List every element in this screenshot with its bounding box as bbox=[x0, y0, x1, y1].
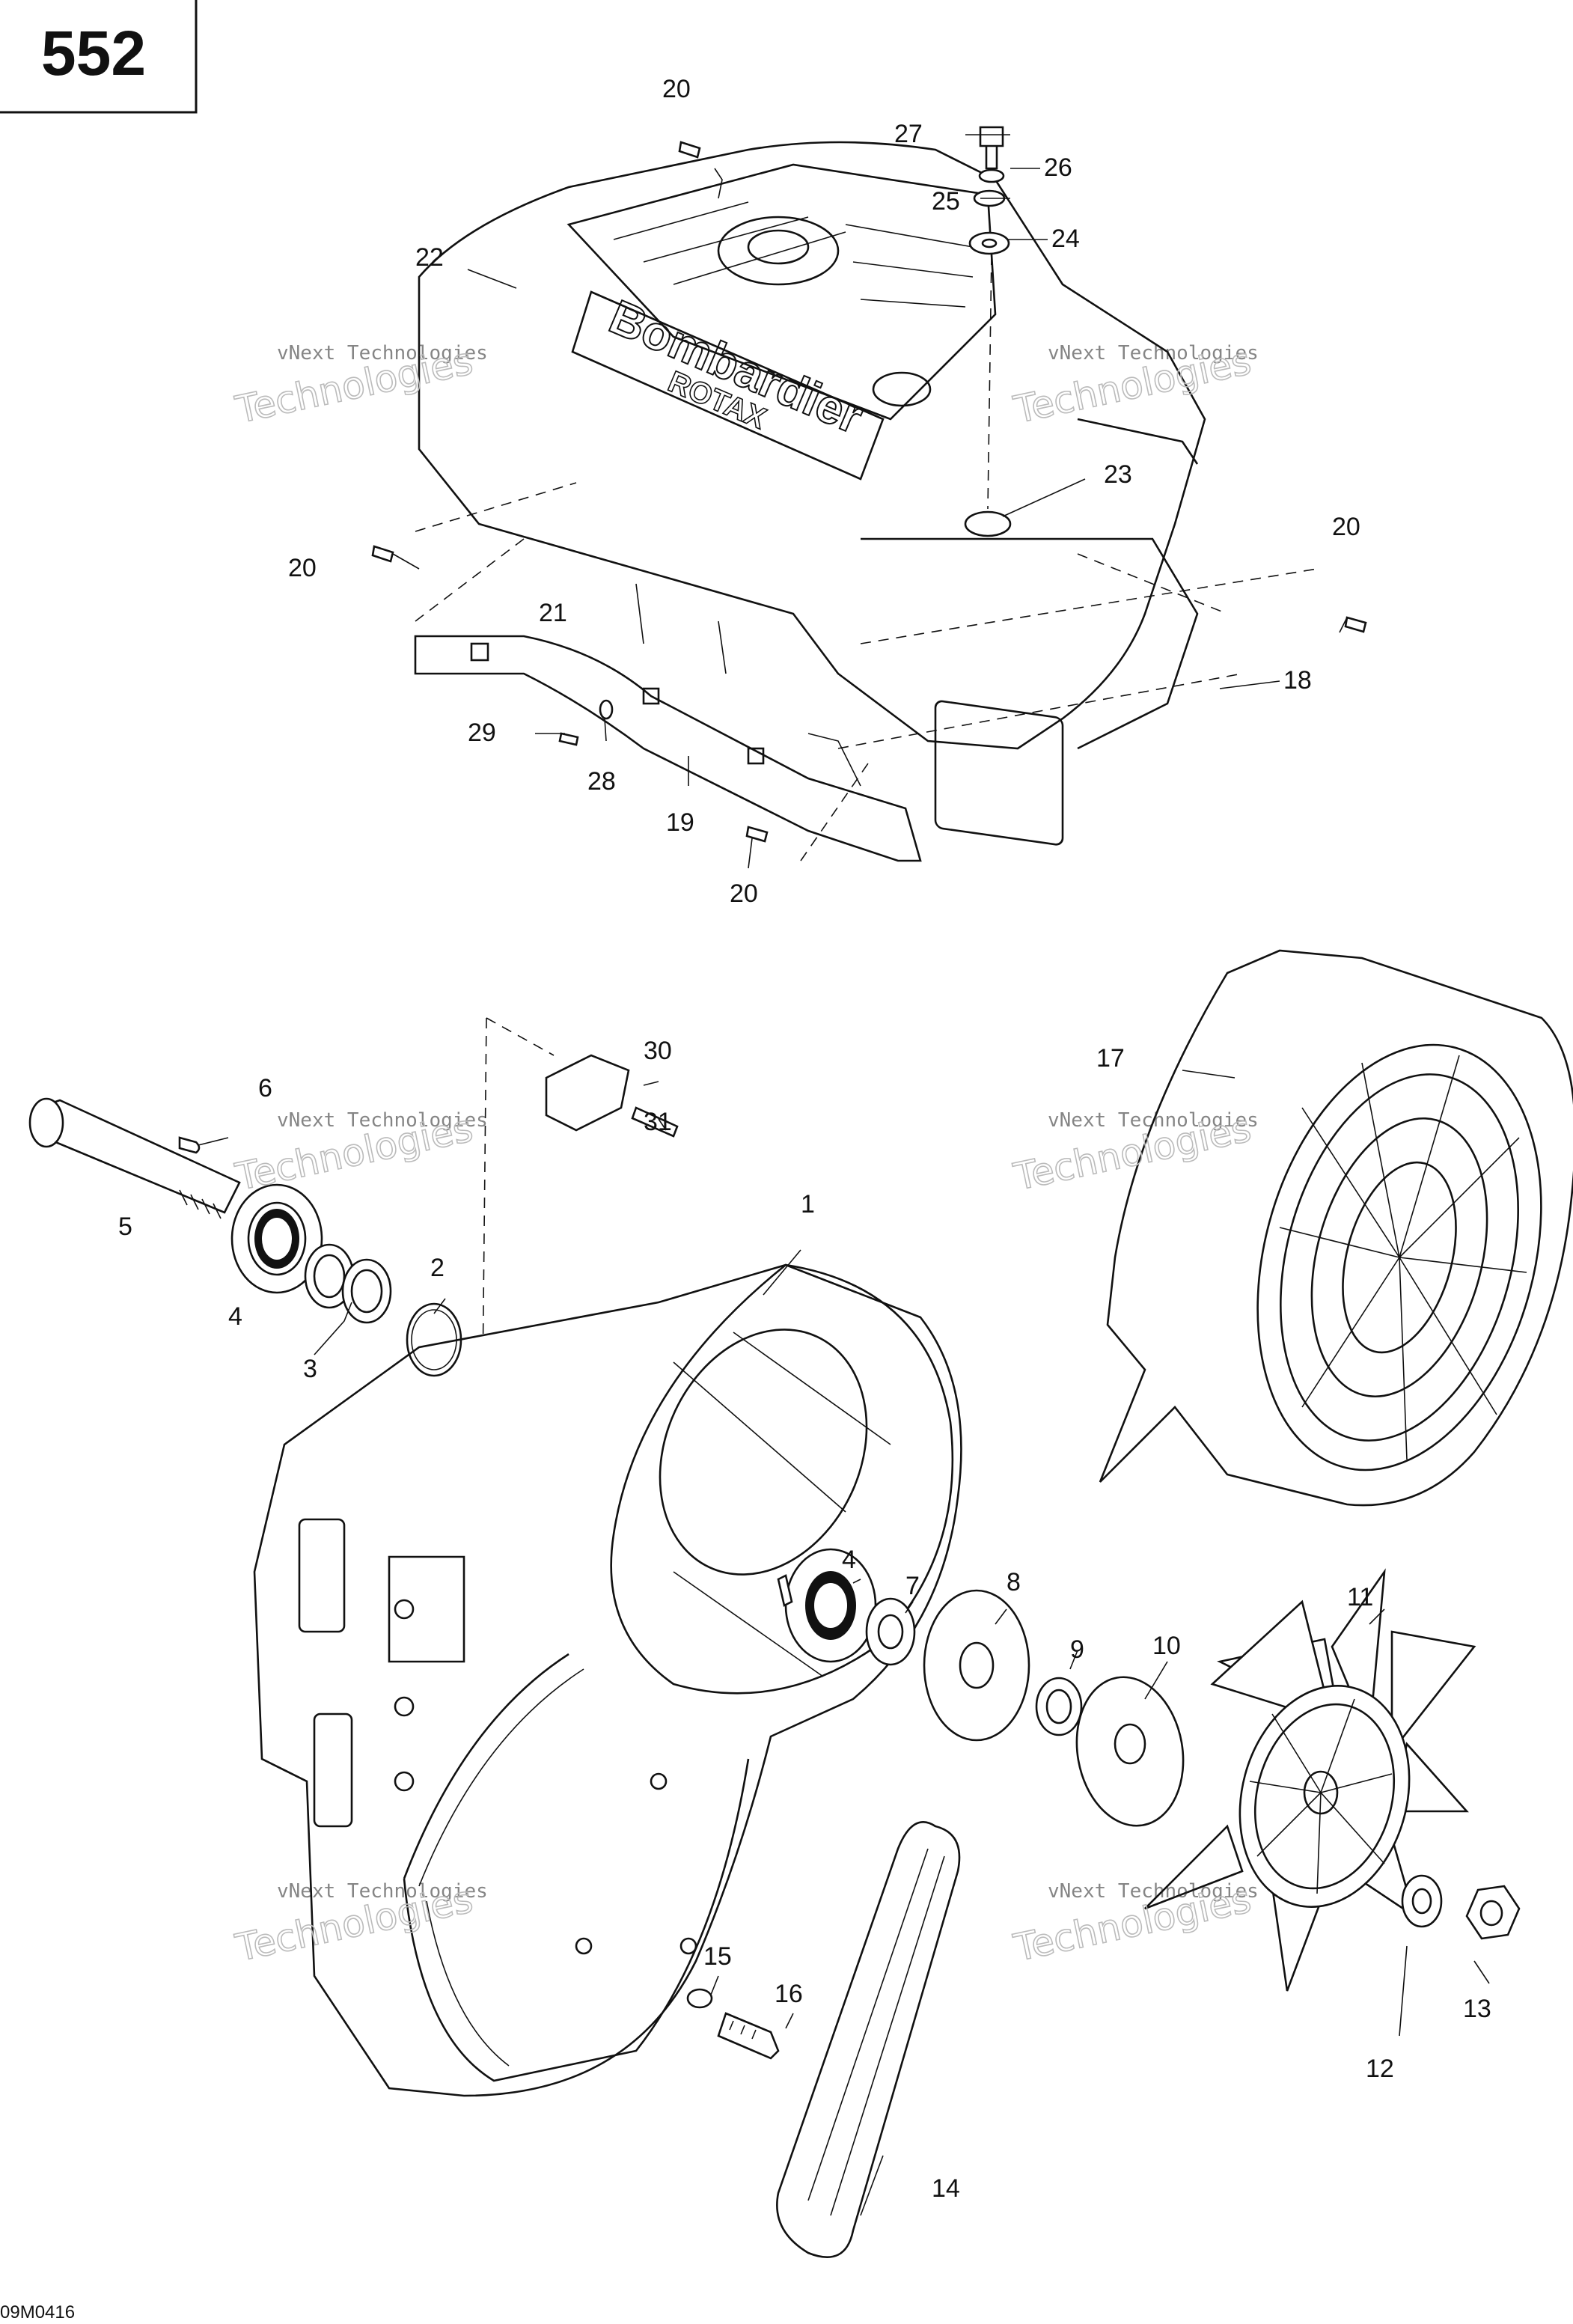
callout-label: 12 bbox=[1366, 2055, 1394, 2083]
callout-label: 3 bbox=[303, 1355, 317, 1383]
callout-label: 1 bbox=[801, 1190, 815, 1219]
callout-label: 15 bbox=[703, 1942, 732, 1971]
callout-label: 31 bbox=[644, 1108, 672, 1136]
drawing-code: 09M0416 bbox=[0, 2302, 75, 2323]
callout-labels: 1 2 3 4 4 5 6 7 8 9 10 11 12 13 14 15 16… bbox=[118, 75, 1491, 2203]
page-number-box: 552 bbox=[0, 0, 198, 114]
callout-label: 2 bbox=[430, 1254, 445, 1282]
callout-label: 20 bbox=[1332, 513, 1360, 541]
callout-label: 28 bbox=[587, 767, 616, 796]
cooling-fan-drawing bbox=[1144, 1568, 1476, 1992]
callout-label: 11 bbox=[1347, 1583, 1373, 1611]
callout-label: 20 bbox=[730, 879, 758, 908]
svg-text:vNext Technologies: vNext Technologies bbox=[277, 1109, 488, 1132]
svg-text:vNext Technologies: vNext Technologies bbox=[277, 342, 488, 365]
callout-label: 19 bbox=[666, 808, 694, 837]
watermark: vNext Technologies Technologies bbox=[231, 1105, 488, 1199]
callout-label: 4 bbox=[842, 1546, 856, 1574]
svg-text:vNext Technologies: vNext Technologies bbox=[1048, 1109, 1259, 1132]
callout-label: 13 bbox=[1463, 1995, 1491, 2023]
fan-shroud-drawing bbox=[1099, 949, 1573, 1507]
callout-label: 5 bbox=[118, 1213, 132, 1241]
callout-label: 18 bbox=[1283, 666, 1312, 695]
callout-label: 7 bbox=[905, 1572, 920, 1600]
fan-cover-drawing: Bombardier ROTAX bbox=[371, 126, 1367, 869]
callout-label: 17 bbox=[1096, 1044, 1125, 1073]
callout-label: 20 bbox=[288, 554, 317, 582]
callout-label: 30 bbox=[644, 1037, 672, 1065]
callout-label: 22 bbox=[415, 243, 444, 272]
svg-text:vNext Technologies: vNext Technologies bbox=[1048, 342, 1259, 365]
callout-label: 4 bbox=[228, 1302, 242, 1331]
callout-label: 21 bbox=[539, 599, 567, 627]
svg-text:vNext Technologies: vNext Technologies bbox=[1048, 1880, 1259, 1903]
callout-label: 24 bbox=[1051, 225, 1080, 253]
watermark: vNext Technologies Technologies bbox=[1010, 1876, 1259, 1970]
svg-text:vNext Technologies: vNext Technologies bbox=[277, 1880, 488, 1903]
callout-label: 26 bbox=[1044, 153, 1072, 182]
fan-housing-drawing bbox=[28, 949, 1573, 2258]
callout-label: 6 bbox=[258, 1074, 272, 1102]
callout-label: 25 bbox=[932, 187, 960, 216]
callout-label: 10 bbox=[1152, 1632, 1181, 1660]
callout-label: 23 bbox=[1104, 460, 1132, 489]
page-number: 552 bbox=[41, 18, 146, 88]
callout-label: 20 bbox=[662, 75, 691, 103]
callout-label: 8 bbox=[1007, 1568, 1021, 1596]
callout-label: 16 bbox=[775, 1980, 803, 2008]
callout-label: 27 bbox=[894, 120, 923, 148]
callout-label: 29 bbox=[468, 719, 496, 747]
callout-label: 9 bbox=[1070, 1635, 1084, 1664]
callout-label: 14 bbox=[932, 2174, 960, 2203]
